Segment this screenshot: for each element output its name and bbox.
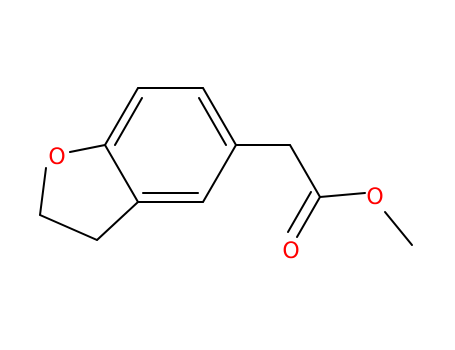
bond-cco-ocarbonyl-1	[296, 196, 321, 238]
bonds	[39, 87, 413, 246]
carbonyl-oxygen-label: O	[282, 239, 299, 264]
bond-c7a-o1	[69, 144, 106, 153]
bond-c7a-c7	[104, 87, 139, 146]
bond-cco-ocarbonyl-2	[287, 191, 312, 233]
bond-c3-c3a	[96, 201, 139, 241]
bond-o1-c2	[39, 167, 47, 216]
bond-inner-c6-c5	[198, 97, 227, 146]
bond-c2-c3	[39, 214, 98, 241]
bond-inner-c7a-c7	[114, 97, 143, 146]
bond-c5-c4	[202, 144, 237, 203]
bond-ch2-cco	[289, 144, 321, 198]
ester-oxygen-label: O	[366, 185, 383, 210]
bond-c3a-c7a	[104, 144, 139, 203]
bond-cco-oester	[319, 192, 366, 198]
ring-oxygen-label: O	[48, 145, 65, 170]
bond-oester-ch3	[384, 211, 413, 246]
bond-c6-c5	[202, 87, 237, 146]
